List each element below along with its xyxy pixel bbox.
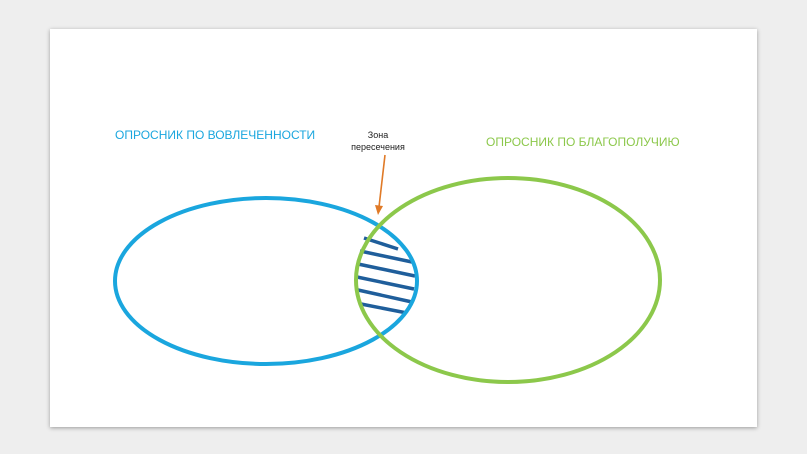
wellbeing-set-ellipse xyxy=(354,176,662,384)
callout-arrow-head xyxy=(375,205,383,215)
intersection-callout-label: Зона пересечения xyxy=(333,129,423,153)
hatch-line xyxy=(360,302,408,315)
engagement-survey-label: ОПРОСНИК ПО ВОВЛЕЧЕННОСТИ xyxy=(115,128,316,142)
wellbeing-survey-label: ОПРОСНИК ПО БЛАГОПОЛУЧИЮ xyxy=(486,135,680,149)
hatch-line xyxy=(359,249,413,264)
callout-line-2: пересечения xyxy=(351,142,405,152)
hatch-line xyxy=(356,275,415,291)
callout-arrow-line xyxy=(378,154,386,208)
callout-line-1: Зона xyxy=(367,130,389,140)
engagement-set-ellipse xyxy=(113,196,419,366)
hatch-line xyxy=(357,262,416,278)
hatch-line xyxy=(357,288,413,304)
